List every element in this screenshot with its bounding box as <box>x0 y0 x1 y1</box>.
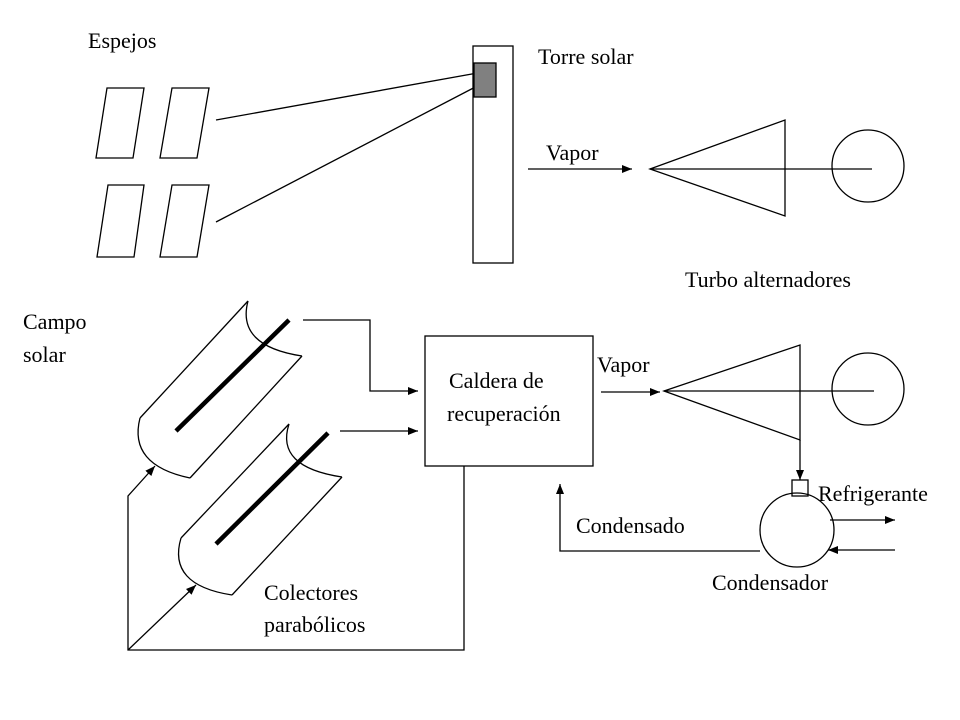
label-vapor-bottom: Vapor <box>597 352 650 377</box>
label-espejos: Espejos <box>88 28 156 53</box>
absorber-tube-1 <box>174 318 291 433</box>
label-torre-solar: Torre solar <box>538 44 634 69</box>
parabolic-collector-1 <box>137 300 303 479</box>
label-campo: Campo <box>23 309 87 334</box>
tower-receiver <box>473 62 497 98</box>
label-refrigerante: Refrigerante <box>818 481 928 506</box>
turbine-bottom <box>662 344 801 441</box>
condensate-pipe <box>556 484 760 552</box>
field-outlet-pipe-1 <box>303 319 418 395</box>
label-condensado: Condensado <box>576 513 685 538</box>
mirror-array <box>95 87 210 258</box>
turbo-alternator-bottom <box>662 344 905 441</box>
label-parabolicos: parabólicos <box>264 612 365 637</box>
turbine-top <box>648 119 786 217</box>
alternator-bottom <box>831 352 905 426</box>
condenser <box>759 492 835 568</box>
return-pipe <box>127 465 465 651</box>
mirror-4 <box>159 184 210 258</box>
label-condensador: Condensador <box>712 570 829 595</box>
label-caldera-line2: recuperación <box>447 401 561 426</box>
parabolic-collector-2 <box>177 423 343 596</box>
label-solar: solar <box>23 342 66 367</box>
tower-body <box>472 45 514 264</box>
absorber-tube-2 <box>214 431 330 546</box>
solar-tower <box>472 45 514 264</box>
reflection-arrow-2 <box>215 82 484 223</box>
alternator-top <box>831 129 905 203</box>
turbo-alternator-top <box>648 119 905 217</box>
return-pipe-branch <box>127 584 197 651</box>
label-colectores: Colectores <box>264 580 358 605</box>
mirror-2 <box>159 87 210 159</box>
mirror-1 <box>95 87 145 159</box>
label-vapor-top: Vapor <box>546 140 599 165</box>
label-caldera-line1: Caldera de <box>449 368 544 393</box>
label-turbo-alternadores: Turbo alternadores <box>685 267 851 292</box>
recovery-boiler <box>424 335 594 467</box>
mirror-3 <box>96 184 145 258</box>
reflection-arrow-1 <box>215 69 484 121</box>
condenser-inlet <box>791 479 809 497</box>
